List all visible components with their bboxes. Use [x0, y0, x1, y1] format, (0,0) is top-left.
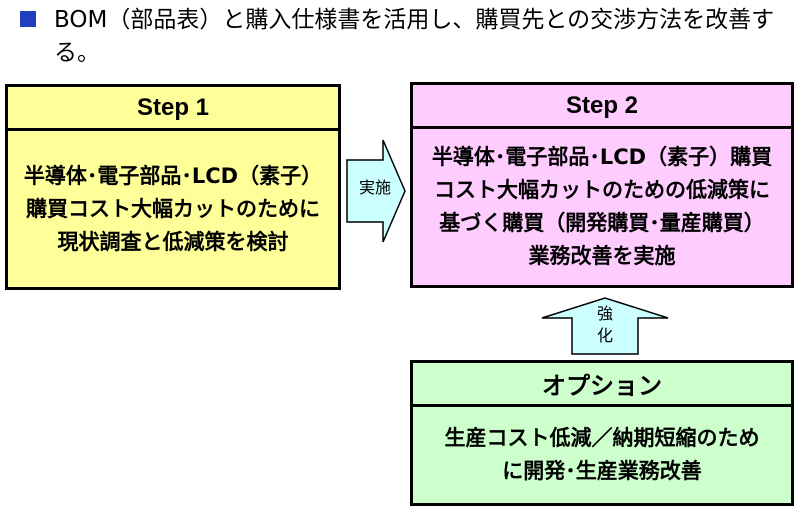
arrow-right-icon — [346, 139, 406, 243]
option-body-text: 生産コスト低減／納期短縮のために開発･生産業務改善 — [444, 426, 760, 483]
step1-body-text: 半導体･電子部品･LCD（素子）購買コスト大幅カットのために現状調査と低減策を検… — [23, 163, 323, 254]
step2-body-text: 半導体･電子部品･LCD（素子）購買コスト大幅カットのための低減策に基づく購買（… — [431, 145, 773, 268]
step2-title: Step 2 — [413, 85, 791, 129]
heading-text: BOM（部品表）と購入仕様書を活用し、購買先との交渉方法を改善する。 — [54, 7, 775, 66]
step2-box: Step 2 半導体･電子部品･LCD（素子）購買コスト大幅カットのための低減策… — [410, 82, 794, 288]
step1-title: Step 1 — [8, 87, 338, 131]
square-bullet-icon — [20, 11, 36, 27]
strengthen-label: 強 化 — [590, 303, 620, 347]
strengthen-label-line1: 強 — [596, 304, 613, 323]
step2-body: 半導体･電子部品･LCD（素子）購買コスト大幅カットのための低減策に基づく購買（… — [413, 129, 791, 285]
option-box: オプション 生産コスト低減／納期短縮のために開発･生産業務改善 — [410, 360, 794, 506]
arrow-up-icon — [541, 297, 669, 355]
step1-box: Step 1 半導体･電子部品･LCD（素子）購買コスト大幅カットのために現状調… — [5, 84, 341, 290]
option-body: 生産コスト低減／納期短縮のために開発･生産業務改善 — [413, 407, 791, 503]
step1-body: 半導体･電子部品･LCD（素子）購買コスト大幅カットのために現状調査と低減策を検… — [8, 131, 338, 287]
strengthen-label-line2: 化 — [596, 326, 613, 345]
implement-label: 実施 — [358, 178, 391, 197]
option-title: オプション — [413, 363, 791, 407]
